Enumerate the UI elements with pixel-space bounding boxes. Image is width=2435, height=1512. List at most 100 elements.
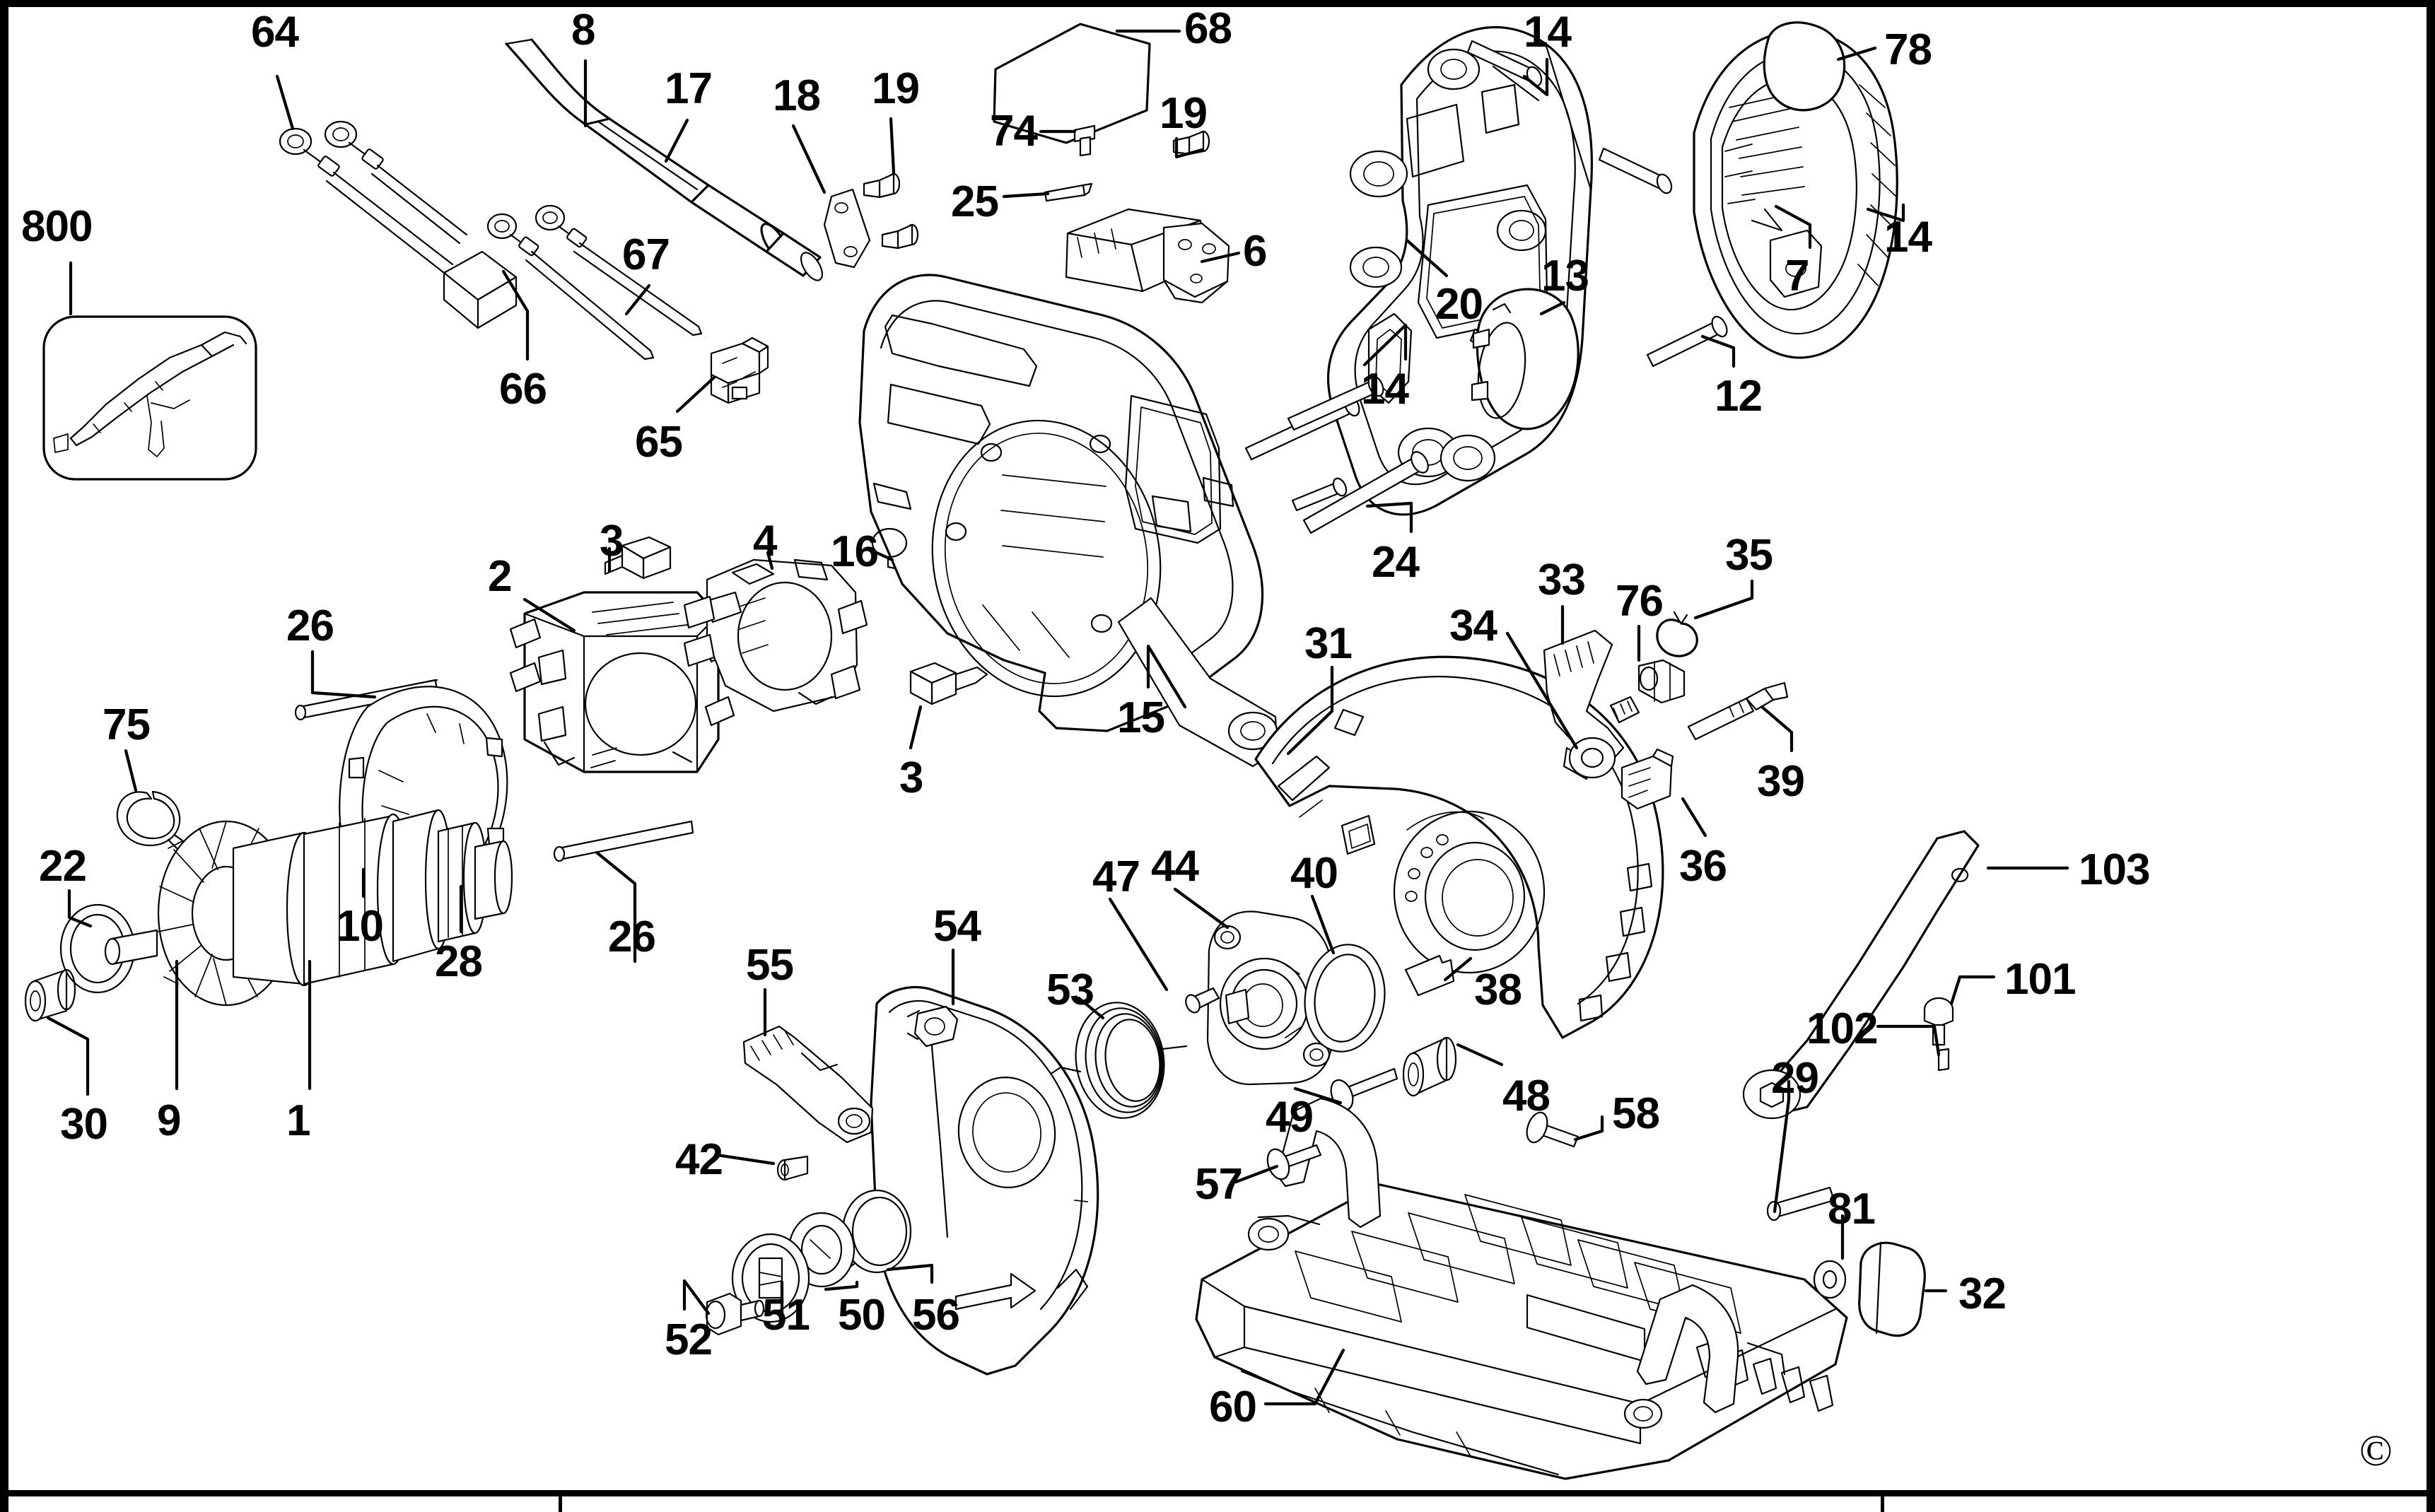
callout-15: 15 [1117, 693, 1165, 742]
part-42-screw [776, 1155, 809, 1181]
part-66-lead-wire [486, 213, 655, 361]
frame-tick-right [1881, 1496, 1884, 1512]
callout-53: 53 [1046, 966, 1094, 1014]
part-38-key [1404, 954, 1455, 997]
callout-102: 102 [1806, 1004, 1878, 1053]
part-55-guard-lever [742, 1025, 874, 1144]
callout-52: 52 [665, 1315, 713, 1364]
part-14-screw-small [1291, 477, 1348, 512]
part-32-knob [1858, 1241, 1926, 1337]
callout-29: 29 [1771, 1054, 1819, 1103]
callout-14a: 14 [1524, 8, 1572, 57]
part-47-screw [1185, 987, 1220, 1014]
callout-1: 1 [286, 1096, 310, 1145]
callout-67: 67 [622, 230, 670, 279]
callout-19b: 19 [1160, 89, 1208, 138]
callout-47: 47 [1092, 852, 1140, 901]
part-3-brush-holder-b [909, 662, 988, 705]
callout-3a: 3 [600, 517, 624, 565]
sheet-bottom-rule [0, 1490, 2435, 1496]
callout-74: 74 [990, 107, 1038, 156]
callout-28: 28 [435, 937, 483, 986]
part-52-blade-bolt [705, 1292, 765, 1336]
part-29-pin [1766, 1186, 1835, 1221]
part-7-motor-cover [1693, 30, 1898, 359]
part-75-retaining-ring [116, 790, 187, 850]
callout-38: 38 [1474, 966, 1522, 1014]
callout-2: 2 [488, 552, 512, 601]
callout-42: 42 [675, 1135, 723, 1184]
callout-10: 10 [336, 902, 384, 951]
callout-9: 9 [157, 1096, 181, 1145]
callout-55: 55 [746, 941, 794, 990]
callout-57: 57 [1195, 1160, 1243, 1209]
callout-20: 20 [1435, 280, 1483, 329]
callout-19a: 19 [872, 64, 920, 113]
part-101-knob-screw [1923, 997, 1954, 1046]
callout-56: 56 [912, 1291, 960, 1340]
part-17-cord-sleeve [584, 117, 824, 281]
part-67-lead-wire [535, 204, 703, 336]
callout-26b: 26 [608, 913, 656, 961]
callout-58: 58 [1612, 1089, 1660, 1138]
part-58-rivet [1526, 1111, 1579, 1148]
part-19-screw-upper [863, 172, 901, 199]
callout-14c: 14 [1884, 213, 1932, 262]
callout-31: 31 [1304, 619, 1353, 668]
callout-6: 6 [1243, 227, 1267, 276]
callout-44: 44 [1151, 842, 1199, 891]
callout-65: 65 [635, 418, 683, 467]
callout-18: 18 [773, 71, 821, 120]
part-60-base-plate [1195, 1097, 1848, 1480]
part-4-brush-box [683, 558, 868, 713]
callout-81: 81 [1828, 1185, 1876, 1233]
callout-3b: 3 [899, 754, 923, 802]
callout-39: 39 [1757, 757, 1805, 806]
part-53-return-spring [1051, 1002, 1188, 1119]
part-8-power-cord [505, 38, 611, 126]
part-26-long-screw-b [553, 820, 694, 862]
part-35-c-clip [1656, 611, 1698, 657]
part-54-lower-guard [870, 986, 1099, 1376]
callout-33: 33 [1538, 556, 1586, 604]
part-64-carbon-brush [279, 127, 518, 329]
callout-68: 68 [1184, 4, 1232, 53]
part-25-pin [1044, 182, 1093, 202]
callout-76: 76 [1616, 577, 1664, 626]
part-36-insert [1621, 748, 1674, 810]
callout-34: 34 [1449, 602, 1497, 650]
part-78-cap-plug [1763, 21, 1846, 112]
part-14-screw-mid [1598, 147, 1673, 194]
part-34-washer [1568, 737, 1616, 779]
callout-51: 51 [762, 1291, 810, 1340]
part-48-spacer [1402, 1036, 1457, 1097]
callout-66: 66 [499, 365, 547, 414]
callout-12: 12 [1715, 372, 1763, 421]
callout-24: 24 [1372, 538, 1420, 587]
callout-48: 48 [1502, 1072, 1551, 1120]
copyright-icon: © [2359, 1427, 2393, 1475]
callout-13: 13 [1541, 252, 1589, 300]
part-102-pin [1937, 1048, 1950, 1072]
part-40-oring [1304, 944, 1386, 1053]
callout-4: 4 [753, 517, 777, 565]
callout-17: 17 [665, 64, 713, 113]
callout-35: 35 [1725, 531, 1773, 580]
callout-26a: 26 [286, 602, 334, 650]
callout-8: 8 [571, 6, 595, 54]
callout-101: 101 [2004, 955, 2076, 1004]
part-13-end-cap [1471, 288, 1579, 430]
part-39-stud [1687, 681, 1789, 741]
frame-tick-left [559, 1496, 562, 1512]
callout-800: 800 [21, 202, 93, 251]
part-24-long-screw [1302, 451, 1429, 534]
part-81-washer [1813, 1260, 1847, 1299]
callout-50: 50 [838, 1291, 886, 1340]
callout-22: 22 [39, 842, 87, 891]
part-76-nut [1609, 659, 1686, 724]
part-19-screw-lower [881, 223, 919, 250]
part-18-link-plate [823, 188, 871, 269]
part-6-switch [1065, 208, 1230, 304]
callout-75: 75 [103, 701, 151, 749]
